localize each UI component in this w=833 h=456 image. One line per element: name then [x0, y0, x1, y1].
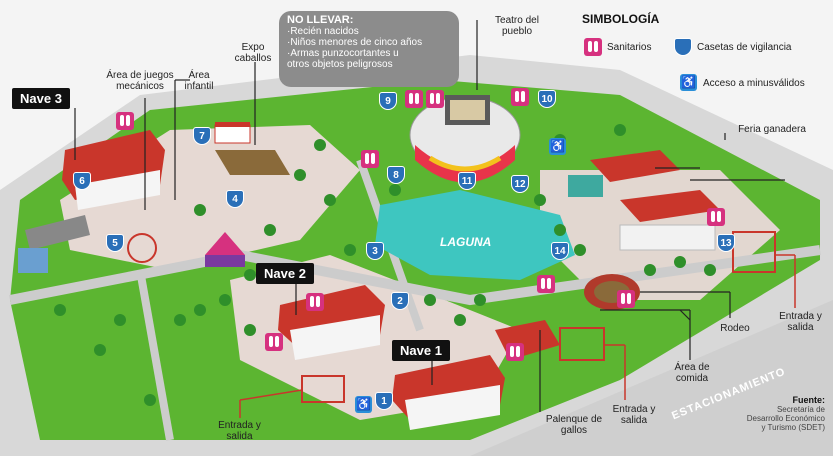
label-entrada-izq: Entrada y salida [218, 420, 261, 442]
label-comida: Área de comida [674, 362, 710, 384]
horse-expo-ring [215, 150, 290, 175]
source-title: Fuente: [792, 395, 826, 405]
entrance-box-left [301, 375, 345, 403]
restroom-icon [511, 88, 529, 106]
barn-2 [620, 190, 720, 222]
booth-5: 5 [106, 234, 124, 252]
trees [54, 124, 716, 406]
label-juegos: Área de juegos mecánicos [106, 70, 174, 92]
warning-item: ·Recién nacidos [287, 26, 359, 37]
barn-1 [590, 150, 680, 182]
restroom-icon [506, 343, 524, 361]
label-rodeo: Rodeo [720, 323, 750, 334]
booth-13: 13 [717, 234, 735, 252]
entrance-box-center [559, 327, 605, 361]
restroom-icon [707, 208, 725, 226]
lagoon-water [375, 190, 575, 280]
warning-item: ·Armas punzocortantes u [287, 48, 399, 59]
ferris-wheel [127, 233, 157, 263]
restroom-icon [306, 293, 324, 311]
booth-14: 14 [551, 242, 569, 260]
label-infantil: Área infantil [184, 70, 214, 92]
restroom-icon [116, 112, 134, 130]
restroom-icon [617, 290, 635, 308]
booth-11: 11 [458, 172, 476, 190]
source-note: Fuente: Secretaría de Desarrollo Económi… [745, 395, 826, 433]
leader-lines [74, 20, 785, 412]
restroom-icon [361, 150, 379, 168]
security-icon [674, 38, 692, 56]
restroom-icon [537, 275, 555, 293]
label-nave-3: Nave 3 [12, 88, 70, 109]
restroom-icon [426, 90, 444, 108]
warning-title: NO LLEVAR: [287, 14, 354, 26]
booth-9: 9 [379, 92, 397, 110]
accessible-icon: ♿ [680, 74, 697, 91]
booth-2: 2 [391, 292, 409, 310]
legend-accessible: Acceso a minusválidos [703, 78, 805, 89]
label-nave-1: Nave 1 [392, 340, 450, 361]
booth-12: 12 [511, 175, 529, 193]
label-teatro: Teatro del pueblo [495, 15, 539, 37]
booth-7: 7 [193, 127, 211, 145]
restroom-icon [405, 90, 423, 108]
entrance-lines [239, 254, 796, 418]
restroom-icon [584, 38, 602, 56]
restroom-icon [265, 333, 283, 351]
accessible-icon: ♿ [355, 396, 372, 413]
booth-8: 8 [387, 166, 405, 184]
circus-tent [205, 232, 245, 255]
source-text: Secretaría de Desarrollo Económico y Tur… [746, 405, 825, 432]
legend-security: Casetas de vigilancia [697, 42, 792, 53]
label-feria-ganadera: Feria ganadera [738, 124, 806, 135]
roller-coaster [25, 215, 90, 250]
warning-item: ·Niños menores de cinco años [287, 37, 423, 48]
label-expo: Expo caballos [234, 42, 272, 64]
booth-1: 1 [375, 392, 393, 410]
booth-4: 4 [226, 190, 244, 208]
warning-item: otros objetos peligrosos [287, 59, 393, 70]
label-entrada-der: Entrada y salida [779, 311, 822, 333]
entrance-box-right [732, 231, 776, 273]
booth-3: 3 [366, 242, 384, 260]
booth-10: 10 [538, 90, 556, 108]
label-palenque: Palenque de gallos [545, 414, 603, 436]
label-laguna: LAGUNA [440, 235, 492, 249]
warning-box: NO LLEVAR: ·Recién nacidos ·Niños menore… [279, 11, 459, 87]
legend-title: SIMBOLOGÍA [582, 12, 660, 26]
label-entrada-centro: Entrada y salida [612, 404, 656, 426]
label-nave-2: Nave 2 [256, 263, 314, 284]
booth-6: 6 [73, 172, 91, 190]
accessible-icon: ♿ [549, 138, 566, 155]
legend-restrooms: Sanitarios [607, 42, 652, 53]
